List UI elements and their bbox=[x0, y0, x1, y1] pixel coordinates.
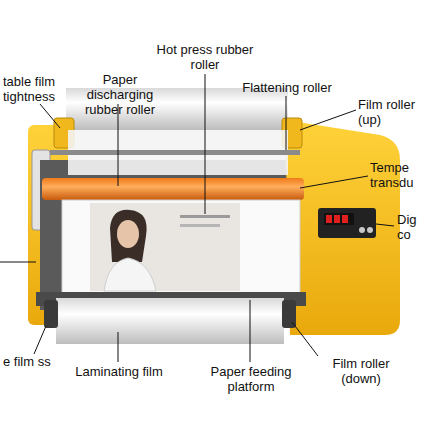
part-label: Dig co bbox=[397, 212, 425, 242]
hot-press-roller bbox=[42, 178, 304, 200]
photo bbox=[90, 203, 240, 291]
part-label: Laminating film bbox=[74, 364, 164, 379]
part-label: e film ss bbox=[3, 354, 53, 369]
flattening-roller bbox=[50, 150, 300, 155]
body-back bbox=[40, 160, 320, 310]
paper-sheet bbox=[62, 200, 300, 295]
leader-lines bbox=[0, 74, 394, 362]
part-label: table film tightness bbox=[3, 74, 73, 104]
part-label: Hot press rubber roller bbox=[150, 42, 260, 72]
part-label: Tempe transdu bbox=[370, 160, 425, 190]
part-label: Film roller (down) bbox=[316, 356, 406, 386]
part-label: Film roller (up) bbox=[358, 97, 424, 127]
control-panel bbox=[318, 208, 376, 238]
digital-display bbox=[324, 213, 354, 225]
part-label: Flattening roller bbox=[232, 80, 342, 95]
part-label: Paper discharging rubber roller bbox=[74, 72, 166, 117]
part-label: Paper feeding platform bbox=[196, 364, 306, 394]
